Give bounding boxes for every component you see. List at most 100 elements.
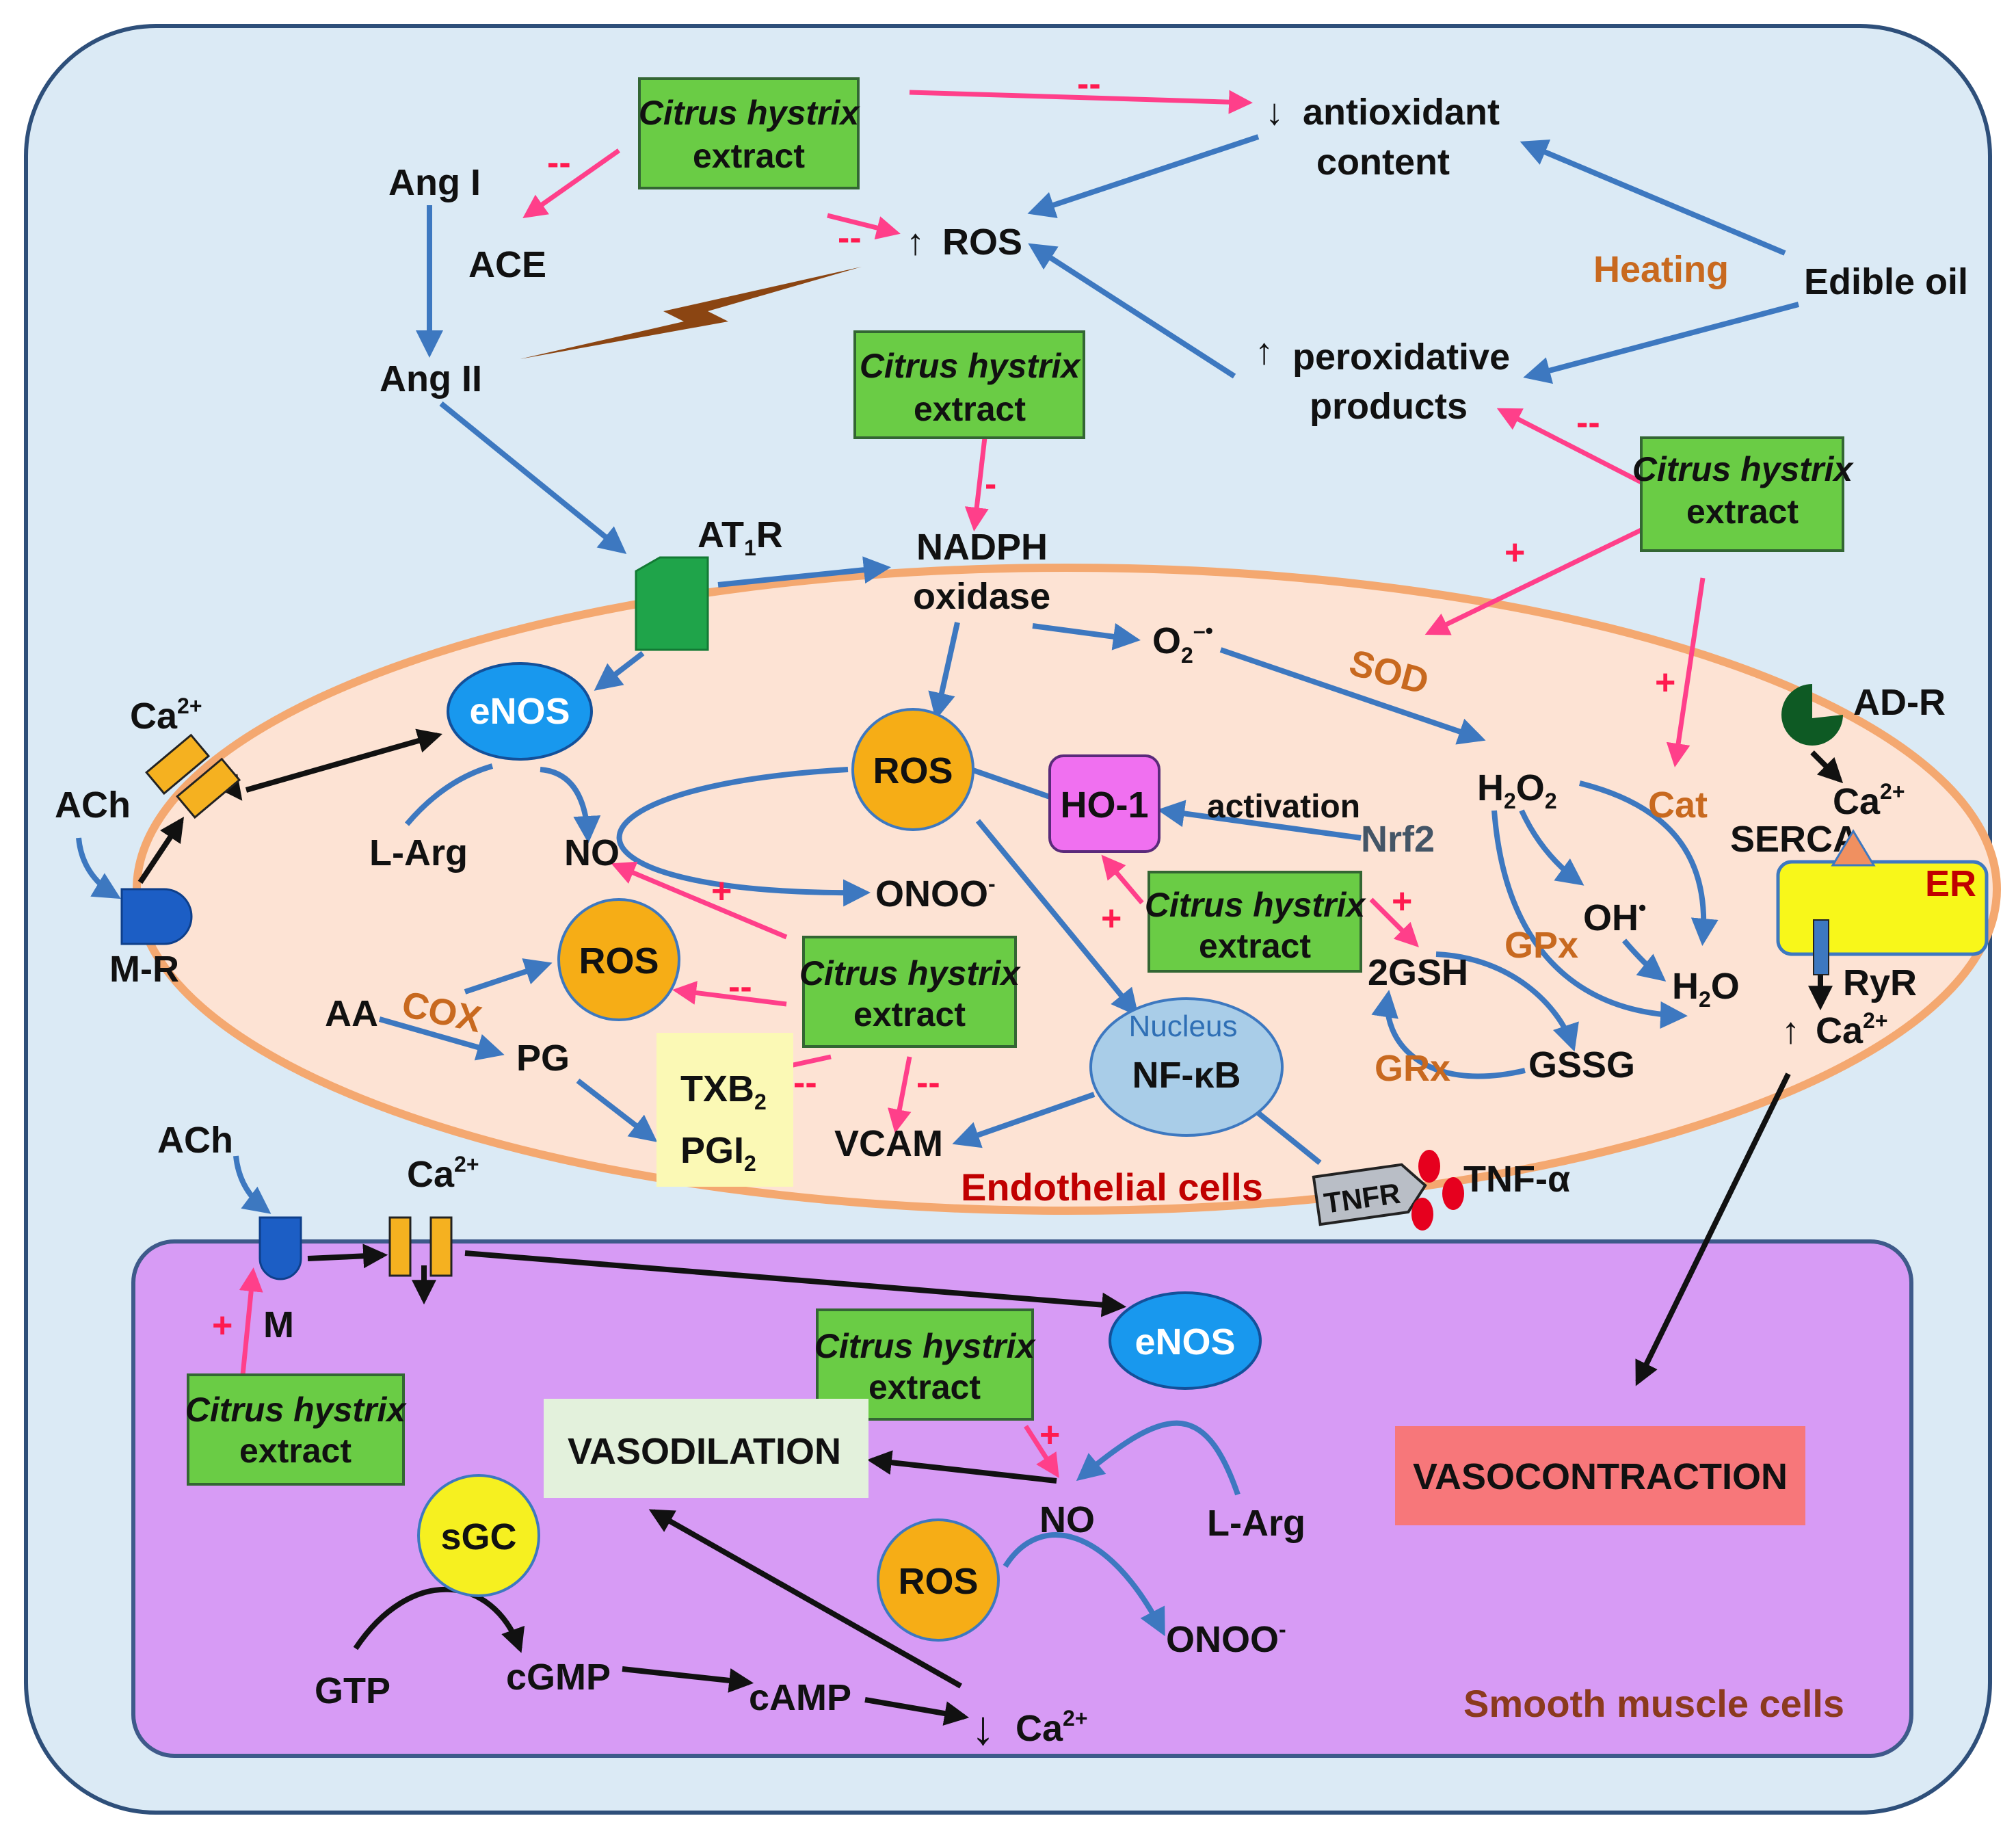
ace-label: ACE [468, 244, 546, 285]
line-ros-ho1 [970, 767, 1051, 800]
extract-box: Citrus hystrix extract [185, 1373, 408, 1486]
arrow-extract-nadph [964, 437, 989, 531]
extract-name: Citrus hystrix [799, 954, 1022, 992]
products-label: products [1310, 386, 1468, 427]
arrow-extract-ho1 [1101, 854, 1144, 905]
stimulate-sign: + [1655, 663, 1675, 702]
activation-label: activation [1207, 789, 1360, 825]
ho1-node [1048, 754, 1160, 853]
inhibit-sign: -- [1576, 403, 1600, 443]
cat-label: Cat [1648, 785, 1708, 826]
arrow-extract-ace [522, 148, 621, 219]
ho1-label: HO-1 [1060, 785, 1148, 826]
arrow-oil-perox [1523, 302, 1800, 384]
arrow-extract-sod [1424, 524, 1649, 635]
smc-m-label: M [263, 1304, 294, 1345]
pgi2-label: PGI2 [680, 1130, 756, 1176]
ros-label: ROS [873, 750, 953, 791]
camp-label: cAMP [749, 1677, 851, 1718]
ca-up-arrow: ↑ [1781, 1010, 1800, 1051]
oh-radical-label: OH• [1583, 895, 1646, 938]
arrow-camp-ca [864, 1697, 970, 1726]
extract-name: Citrus hystrix [860, 347, 1082, 385]
content-label: content [1316, 142, 1450, 183]
antioxidant-label: antioxidant [1303, 92, 1500, 133]
smc-ros-node [877, 1518, 1000, 1642]
ros-node-2 [557, 898, 680, 1021]
calcium-channel-icon [145, 733, 241, 819]
arrow-cgmp-camp [622, 1666, 754, 1693]
arrow-ang2-at1r [439, 401, 627, 555]
tnfr-receptor-icon: TNFR [1312, 1163, 1427, 1226]
nucleus-node [1089, 997, 1284, 1137]
inhibit-sign: -- [728, 967, 752, 1007]
txb2-label: TXB2 [680, 1068, 767, 1114]
ros-label-top: ROS [942, 222, 1022, 263]
h2o2-label: H2O2 [1477, 767, 1557, 813]
ang1-label: Ang I [388, 162, 481, 203]
smc-ca-down-arrow: ↓ [971, 1701, 995, 1754]
ca-label-er: Ca2+ [1833, 779, 1905, 822]
arrow-h2o2-gpx-h2o [1491, 810, 1688, 1029]
tnf-alpha-label: TNF-α [1463, 1159, 1570, 1200]
vcam-label: VCAM [834, 1123, 943, 1164]
ros-up-arrow: ↑ [906, 222, 925, 263]
stimulate-sign: + [1039, 1415, 1060, 1455]
antioxidant-down-arrow: ↓ [1265, 92, 1284, 133]
inhibit-sign: -- [1077, 64, 1101, 104]
arrow-nadph-ros [928, 622, 960, 720]
smc-larg-label: L-Arg [1207, 1503, 1305, 1544]
extract-name: Citrus hystrix [814, 1327, 1037, 1365]
arrow-aa-ros [464, 958, 553, 995]
arrow-ros-onoo [616, 767, 871, 907]
arrow-ros-nucleus [975, 819, 1139, 1017]
arrow-gtp-cgmp [353, 1586, 525, 1653]
larg-label: L-Arg [369, 832, 468, 873]
arrow-no-vasodilation [866, 1450, 1057, 1484]
extract-name: Citrus hystrix [1632, 450, 1855, 488]
smooth-muscle-cells-label: Smooth muscle cells [1463, 1682, 1844, 1725]
extract-word: extract [868, 1368, 981, 1406]
arrow-extract-ros2 [672, 981, 787, 1007]
stimulate-sign: + [1101, 899, 1122, 938]
arrow-extract-cat [1666, 577, 1706, 767]
arrow-mr-ca [137, 817, 184, 884]
ca-label-endo: Ca2+ [130, 694, 202, 737]
arrow-smc-ros-onoo [1003, 1532, 1165, 1637]
arrow-aa-pg [378, 1016, 505, 1061]
smooth-muscle-cell [131, 1239, 1913, 1758]
vasocontraction-box [1395, 1426, 1805, 1525]
smc-ca-down-label: Ca2+ [1016, 1706, 1088, 1749]
extract-box: Citrus hystrix extract [1632, 436, 1855, 552]
arrow-oil-antioxidant [1520, 139, 1786, 256]
cgmp-label: cGMP [506, 1657, 611, 1698]
sgc-node [417, 1474, 540, 1597]
arrow-enos-no [540, 767, 601, 843]
arrow-smc-m-ca [307, 1244, 388, 1269]
ad-r-label: AD-R [1853, 682, 1946, 723]
edible-oil-label: Edible oil [1804, 261, 1968, 302]
extract-name: Citrus hystrix [185, 1391, 408, 1429]
arrow-smc-ca-enos [464, 1250, 1127, 1317]
extract-word: extract [239, 1432, 352, 1470]
er-compartment [1776, 860, 1989, 956]
arrow-at1r-enos [594, 650, 645, 691]
extract-name: Citrus hystrix [639, 94, 861, 132]
gpx-label: GPx [1504, 925, 1578, 966]
serca-label: SERCA [1730, 819, 1859, 860]
grx-label: GRx [1375, 1048, 1450, 1089]
enos-node [447, 662, 593, 761]
extract-word: extract [914, 390, 1026, 428]
extract-box: Citrus hystrix extract [799, 936, 1022, 1048]
inhibit-sign: -- [547, 143, 571, 183]
line-larg-enos [404, 763, 494, 826]
ryr-label: RyR [1843, 962, 1917, 1003]
arrow-extract-ros [827, 213, 901, 240]
extract-word: extract [1686, 492, 1799, 531]
nrf2-label: Nrf2 [1361, 819, 1435, 860]
arrow-ca-vasocontraction [1635, 1073, 1791, 1386]
lightning-bolt-icon [520, 267, 862, 359]
arrow-pg-pgi2 [576, 1078, 658, 1142]
pg-label: PG [516, 1038, 570, 1079]
peroxidative-label: peroxidative [1292, 337, 1510, 378]
